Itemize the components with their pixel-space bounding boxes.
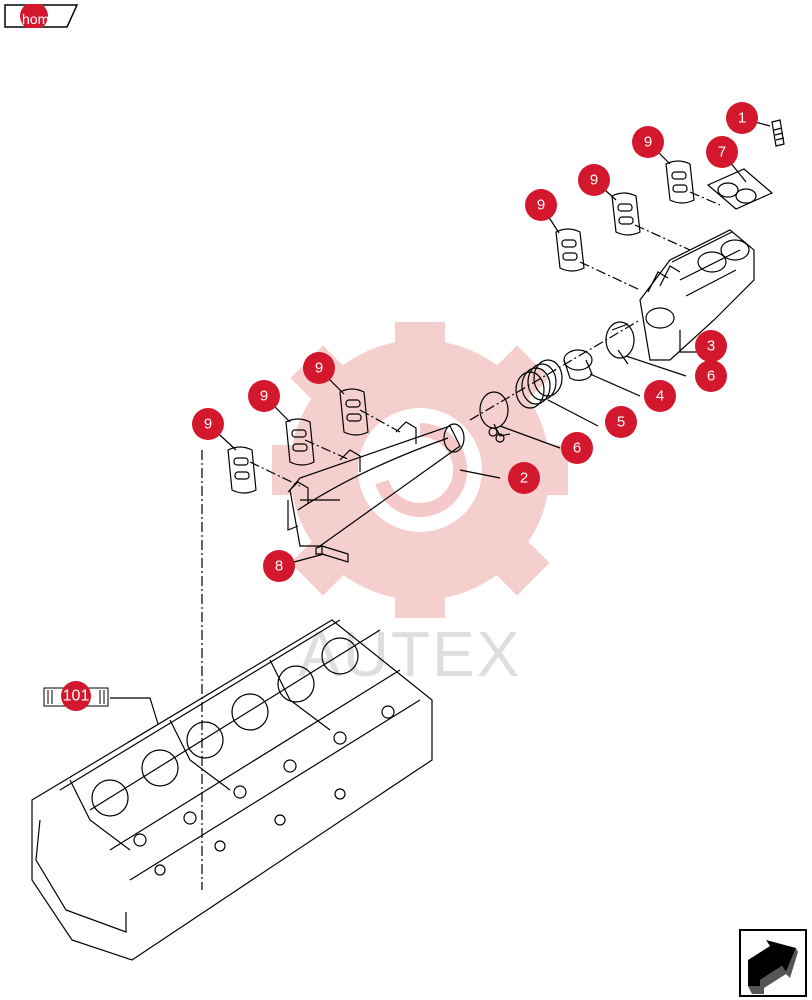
cylinder-head: [31, 619, 433, 961]
callout-c3[interactable]: 3: [695, 330, 727, 362]
callout-label: 6: [707, 368, 715, 385]
callout-circle: [695, 360, 727, 392]
manifold-rear-3: [639, 229, 755, 361]
callout-c2[interactable]: 2: [508, 462, 540, 494]
gasket-9-lower-1: [227, 446, 257, 494]
reference-label: 101: [63, 688, 90, 705]
callout-c8[interactable]: 8: [263, 550, 295, 582]
callout-circle: [644, 380, 676, 412]
callout-label: 4: [656, 388, 664, 405]
callout-label: 3: [707, 338, 715, 355]
callout-c9b[interactable]: 9: [578, 164, 610, 196]
gasket-9-lower-2: [285, 418, 315, 466]
callout-circle: [561, 432, 593, 464]
callout-label: 2: [520, 470, 528, 487]
callout-label: 6: [573, 440, 581, 457]
gasket-9-upper-2: [611, 192, 641, 236]
home-tab-shape: [4, 4, 78, 28]
callout-label: 9: [590, 172, 598, 189]
callout-circle: [578, 164, 610, 196]
callout-c1[interactable]: 1: [726, 102, 758, 134]
callout-label: 8: [275, 558, 283, 575]
callout-c9f[interactable]: 9: [192, 408, 224, 440]
gasket-9-upper-3: [665, 160, 695, 204]
reference-101-tab[interactable]: 101: [43, 681, 109, 711]
callout-c5[interactable]: 5: [605, 406, 637, 438]
callout-c6b[interactable]: 6: [561, 432, 593, 464]
callout-circle: [303, 352, 335, 384]
watermark-text: AUTEX: [298, 618, 521, 690]
clamp-6-right: [605, 321, 635, 365]
callout-circle: [192, 408, 224, 440]
manifold-front-2: [287, 421, 465, 547]
callout-label: 5: [617, 414, 625, 431]
callout-circle: [632, 126, 664, 158]
callout-circle: [508, 462, 540, 494]
flange-gasket-7: [706, 168, 774, 210]
callout-label: 9: [537, 197, 545, 214]
bolt-8: [315, 545, 349, 563]
gasket-9-lower-3: [339, 388, 369, 436]
callout-circle: [726, 102, 758, 134]
clamp-6-left: [479, 391, 511, 443]
home-button[interactable]: home: [4, 4, 78, 28]
callout-c4[interactable]: 4: [644, 380, 676, 412]
bellows-5: [515, 359, 563, 409]
callout-c6a[interactable]: 6: [695, 360, 727, 392]
callout-c9e[interactable]: 9: [248, 380, 280, 412]
arrow-next-icon[interactable]: [739, 929, 807, 997]
callout-circle: [605, 406, 637, 438]
callout-label: 7: [718, 144, 726, 161]
callout-circle: [695, 330, 727, 362]
callout-c9a[interactable]: 9: [632, 126, 664, 158]
callout-c9c[interactable]: 9: [525, 189, 557, 221]
callout-label: 9: [204, 416, 212, 433]
callout-label: 9: [260, 388, 268, 405]
callout-circle: [248, 380, 280, 412]
callout-circle: [525, 189, 557, 221]
callout-c7[interactable]: 7: [706, 136, 738, 168]
callout-label: 9: [315, 360, 323, 377]
callout-label: 9: [644, 134, 652, 151]
stud-1: [771, 119, 785, 147]
gasket-9-upper-1: [555, 228, 585, 272]
home-label: home: [22, 11, 58, 27]
callout-circle: [263, 550, 295, 582]
callout-label: 1: [738, 110, 746, 127]
callout-c9d[interactable]: 9: [303, 352, 335, 384]
callout-circle: [706, 136, 738, 168]
